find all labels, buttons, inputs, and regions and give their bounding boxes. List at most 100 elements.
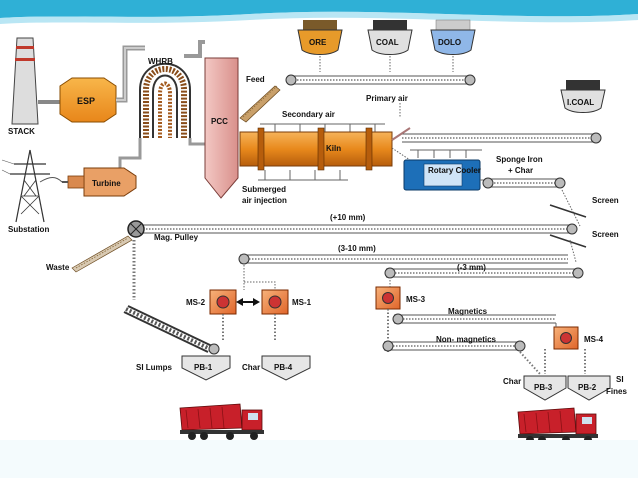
chimney-icon — [11, 37, 39, 125]
footer-band — [0, 440, 638, 478]
plus10-label: (+10 mm) — [330, 213, 366, 222]
magnetics-label: Magnetics — [448, 307, 488, 316]
secondary-air-nozzles — [260, 123, 385, 134]
ore-bin: ORE — [297, 20, 343, 72]
pb3-label: PB-3 — [534, 383, 553, 392]
ore-pile-icon — [373, 20, 407, 32]
submerged-label-line-1: Submerged — [242, 185, 286, 194]
rotary-kiln: Kiln — [239, 127, 393, 171]
ms4-label: MS-4 — [584, 335, 604, 344]
pb3-bin: PB-3 — [523, 375, 567, 401]
pb2-label: PB-2 — [578, 383, 597, 392]
waste-chute — [71, 235, 133, 273]
whrb-label: WHRB — [148, 57, 173, 66]
whrb-boiler — [139, 62, 191, 138]
si-lumps-conveyor — [123, 305, 220, 355]
header-accent-bar — [0, 0, 638, 24]
dolo-label: DOLO — [438, 38, 461, 47]
transmission-tower-icon — [1, 149, 50, 223]
conveyor-pulley-icon — [590, 132, 602, 144]
size-3-10-conveyor — [238, 253, 568, 265]
stack-label: STACK — [8, 127, 35, 136]
submerged-air-nozzles — [258, 170, 348, 181]
ore-pile-icon — [566, 80, 600, 92]
ore-pile-icon — [303, 20, 337, 32]
conveyor-pulley-icon — [392, 313, 404, 325]
screen-label-2: Screen — [592, 230, 619, 239]
waste-label: Waste — [46, 263, 70, 272]
ms3-separator — [375, 286, 401, 310]
ms2-label: MS-2 — [186, 298, 206, 307]
minus3-label: (-3 mm) — [457, 263, 486, 272]
rotary-cooler-label: Rotary Cooler — [428, 166, 481, 175]
esp-label: ESP — [77, 96, 95, 106]
injection-coal-bin: I.COAL — [560, 80, 606, 113]
ms3-label: MS-3 — [406, 295, 426, 304]
feed-label: Feed — [246, 75, 265, 84]
char-label-2: Char — [503, 377, 521, 386]
kiln-label: Kiln — [326, 144, 341, 153]
si-label: SI — [616, 375, 624, 384]
size-3-10-label: (3-10 mm) — [338, 244, 376, 253]
mag-pulley-label: Mag. Pulley — [154, 233, 199, 242]
magnetics-conveyor — [392, 313, 556, 325]
cooler-discharge-conveyor — [482, 177, 566, 189]
plus10-conveyor — [140, 223, 578, 235]
ore-label: ORE — [309, 38, 327, 47]
duct-whrb-pcc — [184, 40, 205, 58]
conveyor-pulley-icon — [382, 340, 394, 352]
screen-2 — [549, 234, 587, 263]
pb1-label: PB-1 — [194, 363, 213, 372]
ms1-separator — [261, 289, 289, 315]
conveyor-pulley-icon — [384, 267, 396, 279]
conveyor-pulley-icon — [482, 177, 494, 189]
dump-truck-icon — [517, 407, 598, 444]
raw-material-conveyor — [285, 74, 476, 86]
coal-bin: COAL — [367, 20, 413, 72]
rotary-cooler: Rotary Cooler — [403, 149, 482, 191]
secondary-air-label: Secondary air — [282, 110, 335, 119]
plus-char-label: + Char — [508, 166, 533, 175]
dolo-bin: DOLO — [430, 19, 476, 72]
pcc-label: PCC — [211, 117, 228, 126]
pb4-bin: PB-4 — [261, 355, 311, 381]
conveyor-pulley-icon — [238, 253, 250, 265]
ms2-separator — [209, 289, 237, 315]
feed-chute — [239, 85, 281, 123]
esp-unit: ESP — [59, 77, 117, 123]
sponge-iron-label: Sponge Iron — [496, 155, 543, 164]
substation-label: Substation — [8, 225, 49, 234]
icoal-label: I.COAL — [567, 98, 594, 107]
screen-1 — [549, 189, 587, 227]
ms4-separator — [553, 326, 579, 350]
pb4-label: PB-4 — [274, 363, 293, 372]
submerged-label-line-2: air injection — [242, 196, 287, 205]
pcc-chamber: PCC — [204, 57, 239, 199]
conveyor-pulley-icon — [566, 223, 578, 235]
non-magnetics-label: Non- magnetics — [436, 335, 497, 344]
char-label-1: Char — [242, 363, 260, 372]
coal-label: COAL — [376, 38, 399, 47]
fines-label: Fines — [606, 387, 627, 396]
turbine-unit: Turbine — [67, 167, 137, 197]
ms2-ms1-link-arrow — [236, 298, 260, 306]
injection-coal-conveyor — [391, 127, 602, 144]
conveyor-pulley-icon — [285, 74, 297, 86]
dump-truck-icon — [179, 403, 264, 440]
conveyor-pulley-icon — [464, 74, 476, 86]
turbine-label: Turbine — [92, 179, 121, 188]
screen-label-1: Screen — [592, 196, 619, 205]
conveyor-pulley-icon — [572, 267, 584, 279]
conveyor-pulley-icon — [554, 177, 566, 189]
si-lumps-label: SI Lumps — [136, 363, 173, 372]
non-magnetics-conveyor — [382, 340, 526, 352]
pb2-bin: PB-2 — [567, 375, 611, 401]
magnetic-pulley — [127, 220, 145, 238]
conveyor-pulley-icon — [514, 340, 526, 352]
minus3-conveyor — [384, 267, 584, 279]
conveyor-pulley-icon — [208, 343, 220, 355]
pb1-bin: PB-1 — [181, 355, 231, 381]
primary-air-label: Primary air — [366, 94, 408, 103]
